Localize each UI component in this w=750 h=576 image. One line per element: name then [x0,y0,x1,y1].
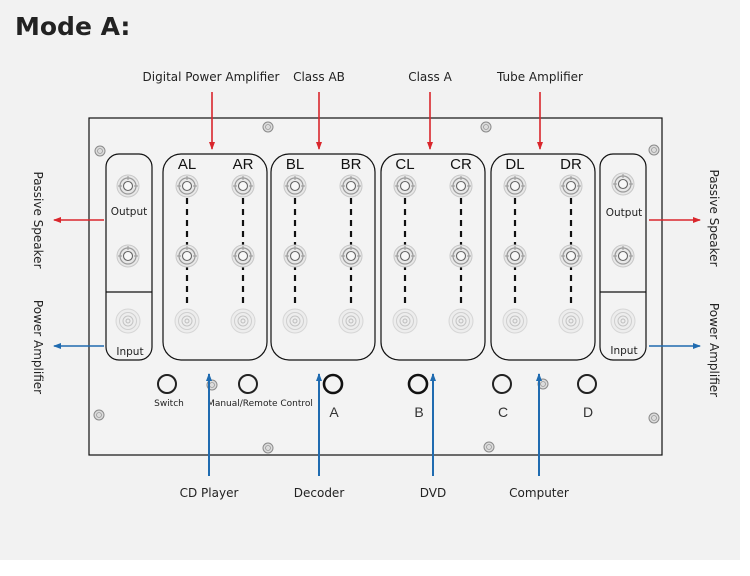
rca-jack-icon[interactable] [175,174,199,198]
rca-jack-icon[interactable] [230,308,256,334]
rca-jack-icon[interactable] [392,308,418,334]
selector-a-label: A [329,404,339,420]
rca-jack-icon[interactable] [449,244,473,268]
label-decoder: Decoder [293,486,345,500]
channel-label: CR [450,156,472,173]
rca-jack-icon[interactable] [282,308,308,334]
rca-jack-icon[interactable] [503,244,527,268]
screw-icon [483,441,495,453]
label-tube-amplifier: Tube Amplifier [497,70,583,84]
manual-remote-label: Manual/Remote Control [207,399,313,409]
rca-jack-icon[interactable] [339,244,363,268]
selector-b-button[interactable] [407,373,429,395]
selector-d-label: D [583,404,593,420]
channel-group: DL DR [490,153,596,361]
rca-jack-icon[interactable] [174,308,200,334]
selector-c-button[interactable] [492,374,512,394]
rca-jack-icon[interactable] [448,308,474,334]
rca-jack-icon[interactable] [611,244,635,268]
right-io-box: Output Input [599,153,647,361]
rca-jack-icon[interactable] [558,308,584,334]
label-class-ab: Class AB [293,70,345,84]
label-digital-power-amplifier: Digital Power Amplifier [142,70,280,84]
channel-label: CL [395,156,414,173]
rca-jack-icon[interactable] [338,308,364,334]
rca-jack-icon[interactable] [339,174,363,198]
screw-icon [93,409,105,421]
label-dvd: DVD [419,486,447,500]
screw-icon [648,412,660,424]
channel-label: BR [341,156,362,173]
rca-jack-icon[interactable] [283,174,307,198]
rca-jack-icon[interactable] [393,174,417,198]
rca-jack-icon[interactable] [559,174,583,198]
rca-jack-icon[interactable] [175,244,199,268]
channel-label: AR [233,156,254,173]
rca-jack-icon[interactable] [283,244,307,268]
channel-group: CL CR [380,153,486,361]
selector-d-button[interactable] [577,374,597,394]
label-cd-player: CD Player [179,486,239,500]
channel-label: DL [505,156,524,173]
screw-icon [262,442,274,454]
label-class-a: Class A [408,70,452,84]
screw-icon [480,121,492,133]
screw-icon [94,145,106,157]
switch-label: Switch [154,399,184,409]
rca-jack-icon[interactable] [559,244,583,268]
channel-label: AL [178,156,196,173]
left-input-label: Input [116,346,143,358]
label-computer: Computer [509,486,569,500]
channel-group: AL AR [162,153,268,361]
rca-jack-icon[interactable] [503,174,527,198]
screw-icon [262,121,274,133]
channel-group-frame [162,153,268,361]
channel-group: BL BR [270,153,376,361]
selector-b-label: B [414,404,423,420]
rca-jack-icon[interactable] [231,244,255,268]
rca-jack-icon[interactable] [393,244,417,268]
manual-remote-button[interactable] [238,374,258,394]
right-output-label: Output [606,207,642,219]
right-input-label: Input [610,345,637,357]
rca-jack-icon[interactable] [502,308,528,334]
channel-group-frame [380,153,486,361]
rca-jack-icon[interactable] [231,174,255,198]
left-output-label: Output [111,206,147,218]
rca-jack-icon[interactable] [610,308,636,334]
diagram-canvas: Mode A: Digital Power Amplifier Class AB… [0,0,740,560]
rca-jack-icon[interactable] [449,174,473,198]
wiring-diagram: Output Input Output Input AL AR BL BR CL CR DL… [53,92,701,476]
rca-jack-icon[interactable] [115,308,141,334]
rca-jack-icon[interactable] [116,244,140,268]
channel-group-frame [270,153,376,361]
rca-jack-icon[interactable] [116,174,140,198]
left-io-box: Output Input [105,153,153,361]
channel-label: BL [286,156,304,173]
channel-group-frame [490,153,596,361]
rca-jack-icon[interactable] [611,172,635,196]
switch-button[interactable] [157,374,177,394]
selector-c-label: C [498,404,508,420]
screw-icon [648,144,660,156]
page-title: Mode A: [15,12,131,41]
channel-label: DR [560,156,582,173]
selector-a-button[interactable] [322,373,344,395]
